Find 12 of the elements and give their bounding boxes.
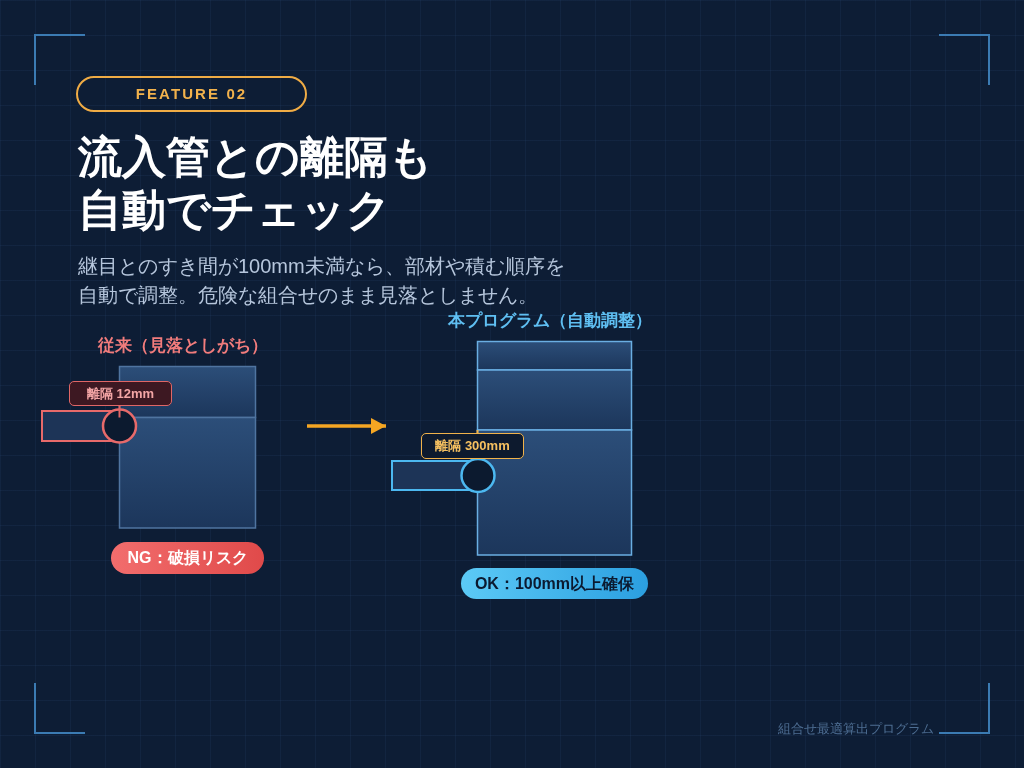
slide-title: 流入管との離隔も自動でチェック bbox=[78, 131, 434, 236]
footer-text: 組合せ最適算出プログラム bbox=[778, 720, 934, 738]
status-pill: OK：100mm以上確保 bbox=[461, 568, 648, 599]
description-text: 継目とのすき間が100mm未満なら、部材や積む順序を自動で調整。危険な組合せのまま見落としません。 bbox=[78, 254, 566, 308]
column-heading: 従来（見落としがち） bbox=[97, 335, 269, 357]
leader-line bbox=[118, 405, 121, 419]
clearance-tag: 離隔 300mm bbox=[421, 433, 524, 459]
arrow bbox=[307, 418, 386, 434]
feature-badge: FEATURE 02 bbox=[76, 76, 307, 112]
status-pill: NG：破損リスク bbox=[111, 542, 264, 574]
column-heading: 本プログラム（自動調整） bbox=[447, 310, 653, 332]
clearance-tag: 離隔 12mm bbox=[69, 381, 172, 406]
